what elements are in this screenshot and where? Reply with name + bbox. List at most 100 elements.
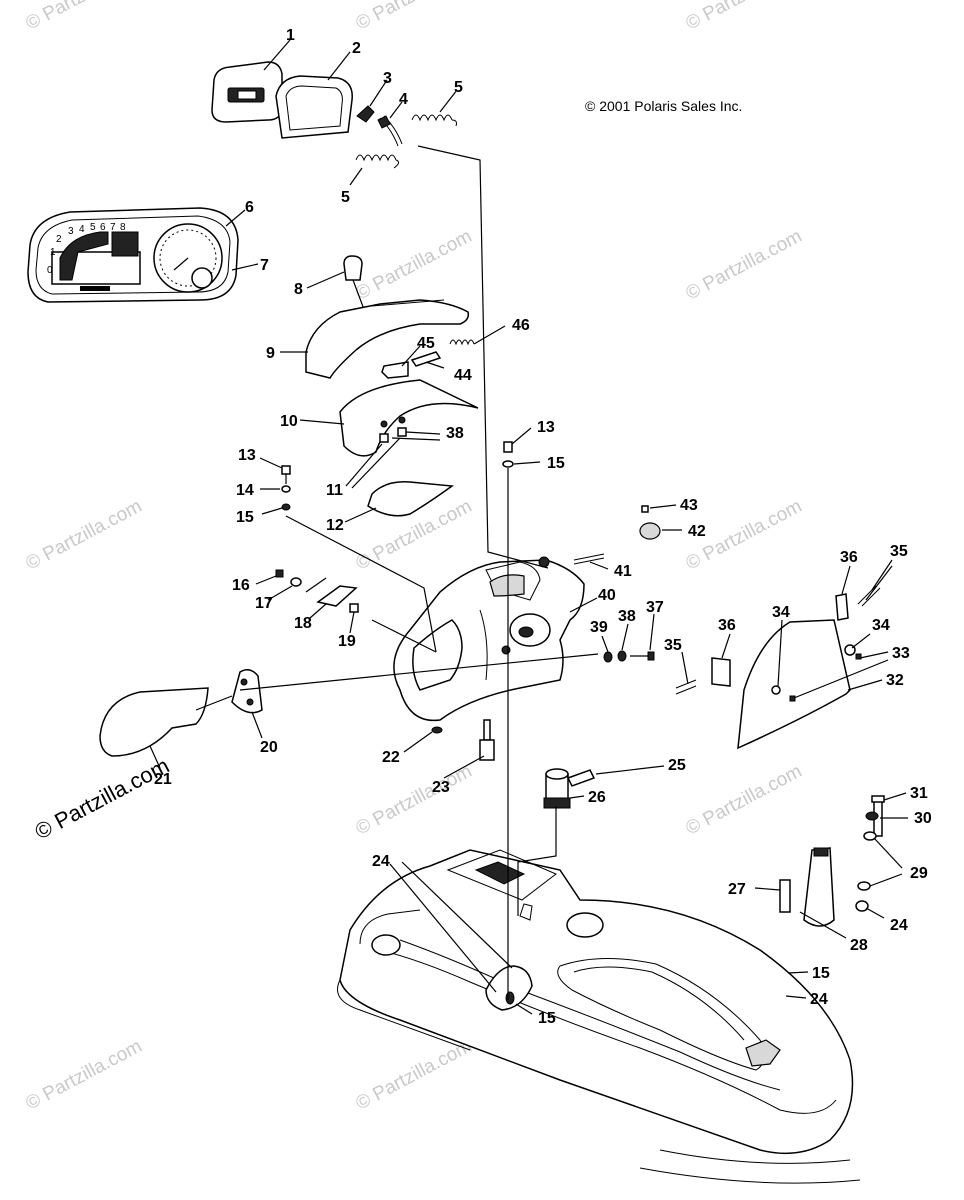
callout-27: 27 xyxy=(728,881,746,898)
part-46-spring xyxy=(449,339,475,346)
callout-19: 19 xyxy=(338,633,356,650)
part-9-cover xyxy=(305,299,470,379)
callout-41: 41 xyxy=(614,563,632,580)
part-35-screws xyxy=(675,585,881,695)
watermark: © Partzilla.com xyxy=(352,761,475,840)
part-23-pin xyxy=(479,719,495,761)
callout-37: 37 xyxy=(646,599,664,616)
callout-17: 17 xyxy=(255,595,273,612)
callout-24: 24 xyxy=(890,917,908,934)
callout-7: 7 xyxy=(260,257,269,274)
callout-9: 9 xyxy=(266,345,275,362)
callout-29: 29 xyxy=(910,865,928,882)
callout-15: 15 xyxy=(236,509,254,526)
gauge-number: 8 xyxy=(120,222,126,233)
callout-21: 21 xyxy=(154,771,172,788)
callouts: 1 2 3 4 5 5 6 7 8 9 46 45 44 10 38 13 13… xyxy=(154,27,932,1027)
watermark: © Partzilla.com xyxy=(682,761,805,840)
part-42-grommet xyxy=(639,522,661,540)
callout-33: 33 xyxy=(892,645,910,662)
callout-2: 2 xyxy=(352,40,361,57)
part-17-washer xyxy=(290,577,302,587)
gauge-number: 6 xyxy=(100,222,106,233)
callout-34: 34 xyxy=(772,604,790,621)
callout-5: 5 xyxy=(341,189,350,206)
callout-4: 4 xyxy=(399,91,408,108)
part-5-spring-lower xyxy=(355,154,400,169)
part-6-instrument-cluster: 0 1 2 3 4 5 6 7 8 xyxy=(27,207,239,303)
gauge-number: 7 xyxy=(110,222,116,233)
part-11-nuts xyxy=(379,416,407,443)
callout-22: 22 xyxy=(382,749,400,766)
watermark: © Partzilla.com xyxy=(352,226,475,305)
callout-1: 1 xyxy=(286,27,295,44)
callout-28: 28 xyxy=(850,937,868,954)
part-2-bezel xyxy=(275,75,353,139)
part-20-mirror-mount xyxy=(231,669,263,714)
part-21-mirror xyxy=(99,687,209,757)
callout-34: 34 xyxy=(872,617,890,634)
watermark: © Partzilla.com xyxy=(682,226,805,305)
copyright-notice: © 2001 Polaris Sales Inc. xyxy=(585,98,742,114)
watermark: © Partzilla.com xyxy=(352,1036,475,1115)
callout-38: 38 xyxy=(618,608,636,625)
callout-24: 24 xyxy=(372,853,390,870)
callout-3: 3 xyxy=(383,70,392,87)
callout-8: 8 xyxy=(294,281,303,298)
callout-45: 45 xyxy=(417,335,435,352)
callout-32: 32 xyxy=(886,672,904,689)
part-37-bolt xyxy=(630,651,655,661)
callout-16: 16 xyxy=(232,577,250,594)
part-36-bracket-right xyxy=(835,593,849,621)
part-16-nut xyxy=(275,569,284,578)
part-19-screw xyxy=(349,603,359,613)
part-39-washer xyxy=(603,651,613,663)
watermark: © Partzilla.com xyxy=(22,0,145,34)
part-40-steering-housing xyxy=(393,556,585,722)
callout-5: 5 xyxy=(454,79,463,96)
part-24-nut-right-upper xyxy=(855,900,869,912)
callout-13: 13 xyxy=(238,447,256,464)
part-44-pin xyxy=(410,351,442,367)
watermark: © Partzilla.com xyxy=(22,496,145,575)
callout-30: 30 xyxy=(914,810,932,827)
part-27-bolt xyxy=(779,879,791,913)
callout-11: 11 xyxy=(326,482,343,499)
callout-18: 18 xyxy=(294,615,312,632)
callout-42: 42 xyxy=(688,523,706,540)
part-41-screw xyxy=(573,553,605,565)
part-13-bolt-center xyxy=(502,441,514,468)
callout-39: 39 xyxy=(590,619,608,636)
callout-14: 14 xyxy=(236,482,254,499)
callout-23: 23 xyxy=(432,779,450,796)
part-29-washers xyxy=(857,831,877,891)
callout-12: 12 xyxy=(326,517,344,534)
callout-43: 43 xyxy=(680,497,698,514)
gauge-number: 5 xyxy=(90,222,96,233)
part-5-spring-upper xyxy=(411,114,457,127)
part-13-bolt-left xyxy=(281,465,291,511)
callout-38: 38 xyxy=(446,425,464,442)
part-28-bracket xyxy=(803,847,835,927)
part-22-grommet xyxy=(431,726,443,734)
callout-26: 26 xyxy=(588,789,606,806)
gauge-number: 1 xyxy=(50,247,56,258)
gauge-number: 0 xyxy=(47,265,53,276)
part-33-screws xyxy=(789,653,862,702)
part-43-cap xyxy=(641,505,649,513)
callout-31: 31 xyxy=(910,785,928,802)
callout-13: 13 xyxy=(537,419,555,436)
callout-40: 40 xyxy=(598,587,616,604)
callout-44: 44 xyxy=(454,367,472,384)
watermark-large: © Partzilla.com xyxy=(31,753,174,845)
part-32-side-panel xyxy=(737,619,851,750)
watermark: © Partzilla.com xyxy=(352,0,475,34)
part-3-clip xyxy=(356,105,375,123)
callout-36: 36 xyxy=(840,549,858,566)
part-25-wire xyxy=(566,769,596,787)
part-10-panel xyxy=(339,379,479,457)
part-12-gasket xyxy=(367,481,455,517)
part-1-switch-housing xyxy=(211,61,283,123)
callout-15: 15 xyxy=(547,455,565,472)
